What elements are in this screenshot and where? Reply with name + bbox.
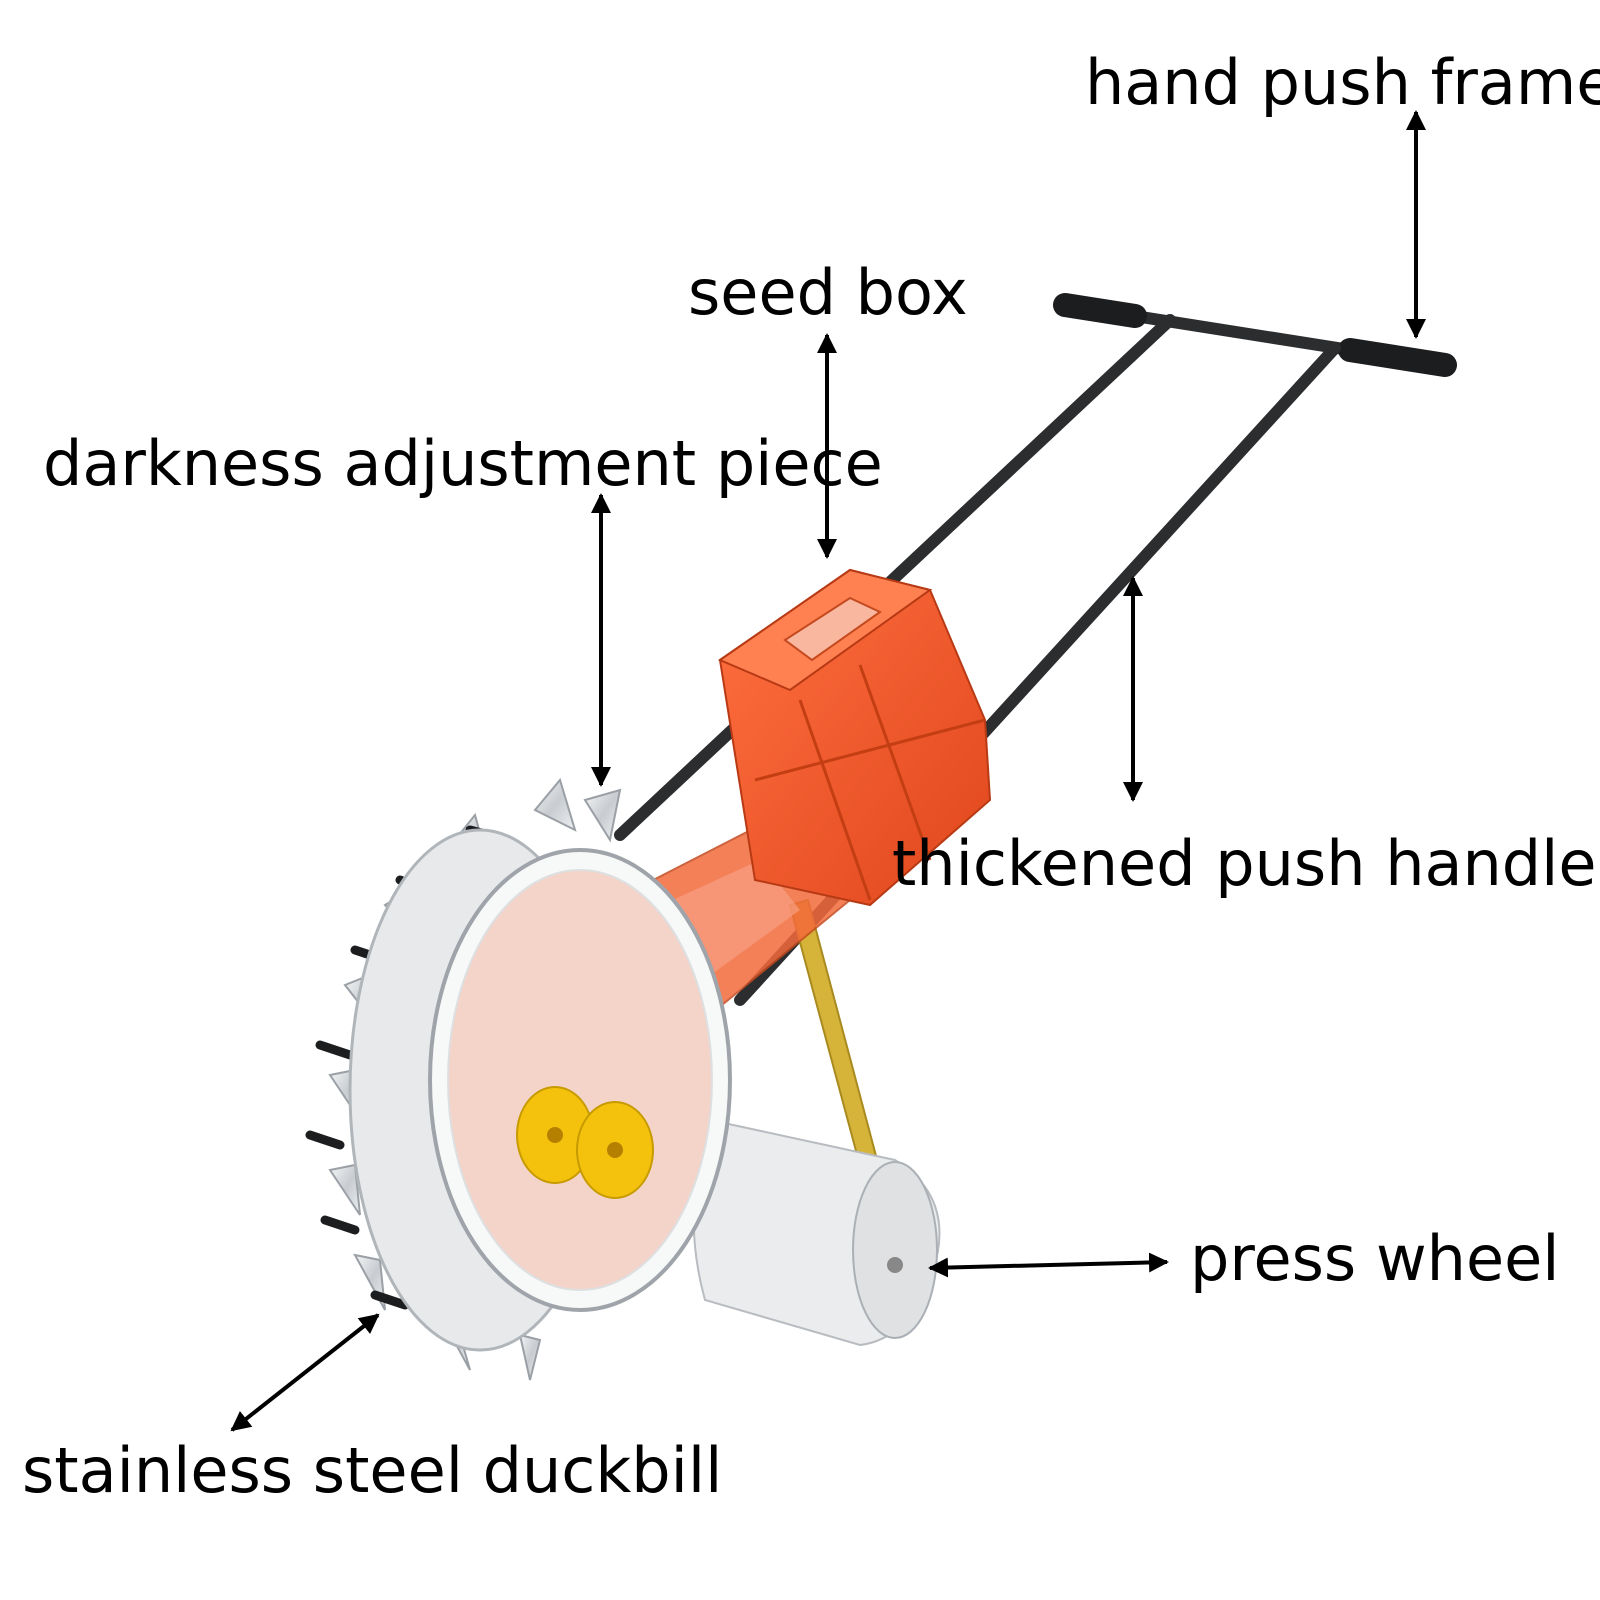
seed-box [717, 568, 992, 907]
arrow-duckbill [230, 1313, 380, 1432]
label-stainless-steel-duckbill: stainless steel duckbill [22, 1434, 723, 1507]
label-seed-box: seed box [688, 256, 968, 329]
label-thickened-push-handle: thickened push handle [892, 827, 1597, 900]
label-press-wheel: press wheel [1190, 1222, 1560, 1295]
hand-push-frame [1053, 293, 1457, 377]
arrow-press-wheel [928, 1252, 1169, 1278]
label-hand-push-frame: hand push frame [1085, 46, 1600, 119]
depth-adjustment-knobs [516, 1086, 654, 1199]
label-darkness-adjustment-piece: darkness adjustment piece [43, 427, 883, 500]
press-wheel [692, 1118, 941, 1347]
callout-arrows [230, 110, 1426, 1432]
planting-wheel [305, 777, 732, 1381]
